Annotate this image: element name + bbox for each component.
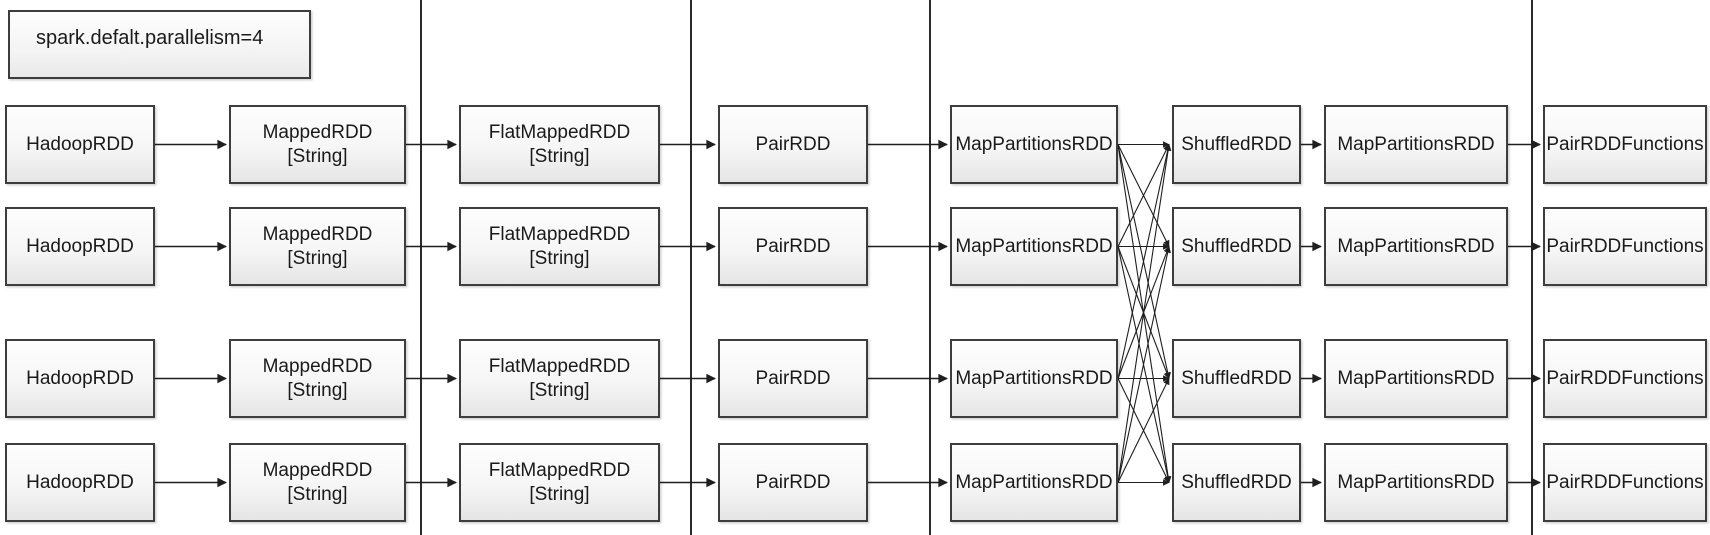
config-label-box: spark.defalt.parallelism=4 [8, 10, 311, 79]
rdd-node-sublabel: [String] [529, 379, 590, 401]
rdd-node-mappedrdd-p2: MappedRDD[String] [229, 207, 406, 286]
shuffle-edge-arrow [1117, 245, 1171, 483]
rdd-node-label: MappedRDD [262, 355, 373, 377]
rdd-node-label: MappedRDD [262, 459, 373, 481]
rdd-node-hadooprdd-p4: HadoopRDD [5, 443, 155, 522]
rdd-node-label: HadoopRDD [26, 235, 134, 257]
config-label: spark.defalt.parallelism=4 [36, 27, 264, 49]
rdd-node-hadooprdd-p1: HadoopRDD [5, 105, 155, 184]
rdd-node-mappartitionsrdd-p2: MapPartitionsRDD [1324, 207, 1508, 286]
rdd-node-label: PairRDDFunctions [1546, 235, 1704, 257]
rdd-node-sublabel: [String] [529, 247, 590, 269]
shuffle-edge-arrow [1117, 143, 1170, 247]
rdd-node-mappartitionsrdd-p1: MapPartitionsRDD [950, 105, 1118, 184]
rdd-node-flatmappedrdd-p3: FlatMappedRDD[String] [459, 339, 660, 418]
rdd-node-mappartitionsrdd-p1: MapPartitionsRDD [1324, 105, 1508, 184]
rdd-node-label: PairRDDFunctions [1546, 471, 1704, 493]
rdd-node-label: ShuffledRDD [1181, 471, 1292, 493]
rdd-node-mappedrdd-p4: MappedRDD[String] [229, 443, 406, 522]
shuffle-edge-arrow [1117, 143, 1171, 379]
rdd-node-pairrddfunctions-p4: PairRDDFunctions [1543, 443, 1707, 522]
rdd-node-pairrdd-p1: PairRDD [718, 105, 868, 184]
rdd-node-label: FlatMappedRDD [488, 459, 631, 481]
rdd-node-label: FlatMappedRDD [488, 355, 631, 377]
rdd-node-shuffledrdd-p1: ShuffledRDD [1172, 105, 1301, 184]
rdd-node-pairrddfunctions-p1: PairRDDFunctions [1543, 105, 1707, 184]
rdd-node-sublabel: [String] [287, 145, 348, 167]
rdd-node-shuffledrdd-p2: ShuffledRDD [1172, 207, 1301, 286]
rdd-node-sublabel: [String] [287, 379, 348, 401]
rdd-node-pairrdd-p2: PairRDD [718, 207, 868, 286]
rdd-node-mappartitionsrdd-p3: MapPartitionsRDD [950, 339, 1118, 418]
rdd-node-label: MappedRDD [262, 121, 373, 143]
rdd-node-label: MapPartitionsRDD [1337, 133, 1495, 155]
rdd-node-mappartitionsrdd-p2: MapPartitionsRDD [950, 207, 1118, 286]
rdd-node-label: PairRDDFunctions [1546, 133, 1704, 155]
rdd-node-label: MapPartitionsRDD [955, 133, 1113, 155]
rdd-node-label: MapPartitionsRDD [1337, 235, 1495, 257]
rdd-node-label: HadoopRDD [26, 471, 134, 493]
rdd-node-mappedrdd-p3: MappedRDD[String] [229, 339, 406, 418]
rdd-node-mappartitionsrdd-p3: MapPartitionsRDD [1324, 339, 1508, 418]
rdd-node-label: MapPartitionsRDD [955, 367, 1113, 389]
rdd-node-label: HadoopRDD [26, 133, 134, 155]
rdd-node-pairrddfunctions-p3: PairRDDFunctions [1543, 339, 1707, 418]
rdd-node-mappedrdd-p1: MappedRDD[String] [229, 105, 406, 184]
rdd-node-label: MapPartitionsRDD [955, 235, 1113, 257]
rdd-node-pairrddfunctions-p2: PairRDDFunctions [1543, 207, 1707, 286]
rdd-node-label: MappedRDD [262, 223, 373, 245]
rdd-node-label: ShuffledRDD [1181, 133, 1292, 155]
rdd-node-label: MapPartitionsRDD [1337, 367, 1495, 389]
rdd-node-label: FlatMappedRDD [488, 223, 631, 245]
rdd-node-label: PairRDD [755, 235, 831, 257]
rdd-node-label: PairRDD [755, 471, 831, 493]
rdd-node-sublabel: [String] [529, 145, 590, 167]
rdd-node-label: PairRDD [755, 133, 831, 155]
rdd-node-label: ShuffledRDD [1181, 367, 1292, 389]
rdd-node-label: HadoopRDD [26, 367, 134, 389]
rdd-node-mappartitionsrdd-p4: MapPartitionsRDD [950, 443, 1118, 522]
rdd-node-sublabel: [String] [287, 483, 348, 505]
rdd-node-flatmappedrdd-p4: FlatMappedRDD[String] [459, 443, 660, 522]
rdd-node-label: PairRDDFunctions [1546, 367, 1704, 389]
rdd-node-label: MapPartitionsRDD [1337, 471, 1495, 493]
rdd-node-label: PairRDD [755, 367, 831, 389]
rdd-node-flatmappedrdd-p2: FlatMappedRDD[String] [459, 207, 660, 286]
rdd-node-shuffledrdd-p4: ShuffledRDD [1172, 443, 1301, 522]
rdd-node-label: FlatMappedRDD [488, 121, 631, 143]
rdd-node-label: ShuffledRDD [1181, 235, 1292, 257]
rdd-node-hadooprdd-p3: HadoopRDD [5, 339, 155, 418]
rdd-node-shuffledrdd-p3: ShuffledRDD [1172, 339, 1301, 418]
rdd-node-flatmappedrdd-p1: FlatMappedRDD[String] [459, 105, 660, 184]
rdd-node-hadooprdd-p2: HadoopRDD [5, 207, 155, 286]
rdd-node-pairrdd-p3: PairRDD [718, 339, 868, 418]
shuffle-edge-arrow [1117, 377, 1170, 483]
rdd-node-sublabel: [String] [529, 483, 590, 505]
rdd-node-mappartitionsrdd-p4: MapPartitionsRDD [1324, 443, 1508, 522]
rdd-node-sublabel: [String] [287, 247, 348, 269]
rdd-node-pairrdd-p4: PairRDD [718, 443, 868, 522]
shuffle-edge-arrow [1117, 143, 1172, 483]
rdd-node-label: MapPartitionsRDD [955, 471, 1113, 493]
